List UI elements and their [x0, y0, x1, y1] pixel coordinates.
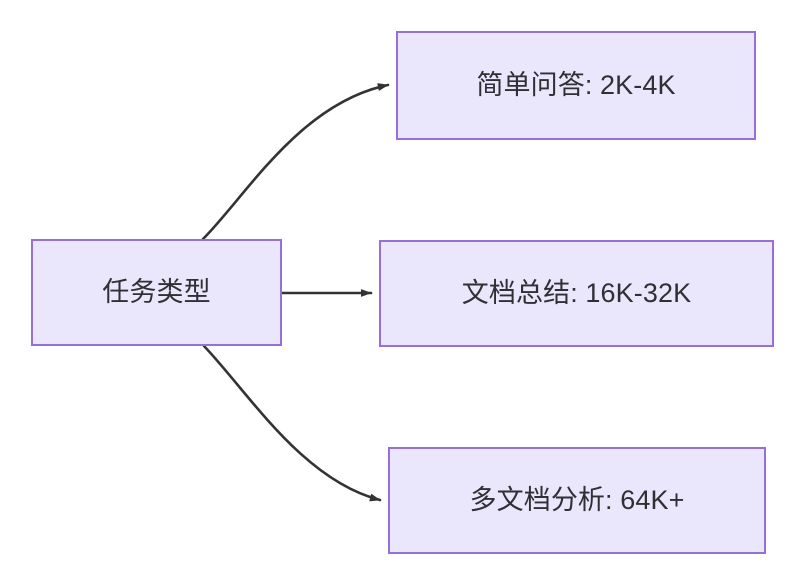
node-label: 简单问答: 2K-4K	[476, 70, 676, 101]
node-label: 多文档分析: 64K+	[469, 485, 685, 516]
node-label: 任务类型	[102, 277, 211, 308]
edge-root-to-simple	[201, 83, 390, 241]
node-document-summary[interactable]: 文档总结: 16K-32K	[379, 240, 774, 347]
edge-root-to-multi	[202, 344, 382, 502]
node-label: 文档总结: 16K-32K	[461, 278, 692, 309]
node-multi-document-analysis[interactable]: 多文档分析: 64K+	[388, 447, 766, 554]
node-simple-qa[interactable]: 简单问答: 2K-4K	[396, 31, 756, 140]
node-task-type[interactable]: 任务类型	[31, 239, 282, 346]
